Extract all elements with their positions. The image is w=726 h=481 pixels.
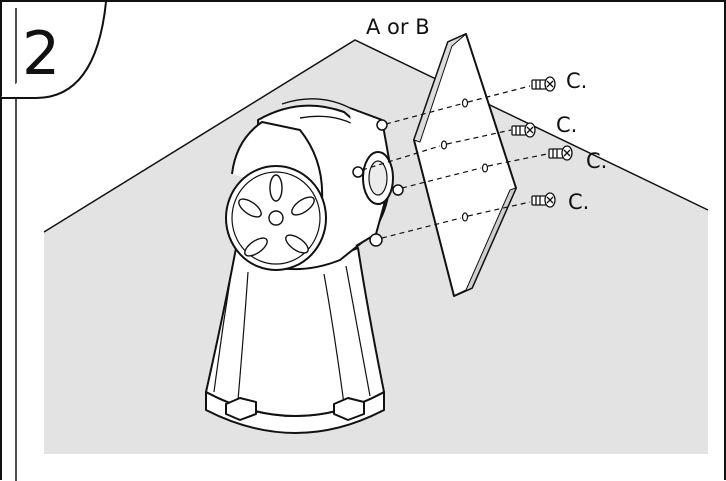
screw bbox=[531, 76, 556, 92]
bolt-head bbox=[333, 397, 365, 421]
alignment-lines bbox=[361, 85, 548, 239]
bolt-head bbox=[225, 397, 257, 421]
screw bbox=[531, 192, 556, 208]
plate-hole bbox=[461, 98, 469, 108]
screw bbox=[548, 145, 573, 161]
step-number: 2 bbox=[22, 19, 60, 89]
step-badge bbox=[0, 1, 107, 99]
screw bbox=[511, 122, 536, 138]
vent-slots bbox=[238, 174, 315, 257]
plate-hole bbox=[440, 140, 448, 150]
wall-edge bbox=[43, 39, 709, 233]
screw-label: C. bbox=[568, 190, 589, 214]
plate-hole bbox=[461, 212, 469, 222]
pole-base bbox=[205, 247, 385, 434]
screw-label: C. bbox=[566, 69, 587, 93]
plate-hole bbox=[481, 163, 489, 173]
screw-label: C. bbox=[556, 113, 577, 137]
plate-label: A or B bbox=[366, 15, 430, 39]
wall-surface bbox=[44, 40, 708, 454]
mounting-plate bbox=[413, 33, 517, 297]
motor-housing bbox=[225, 98, 404, 271]
screw-label: C. bbox=[586, 149, 607, 173]
